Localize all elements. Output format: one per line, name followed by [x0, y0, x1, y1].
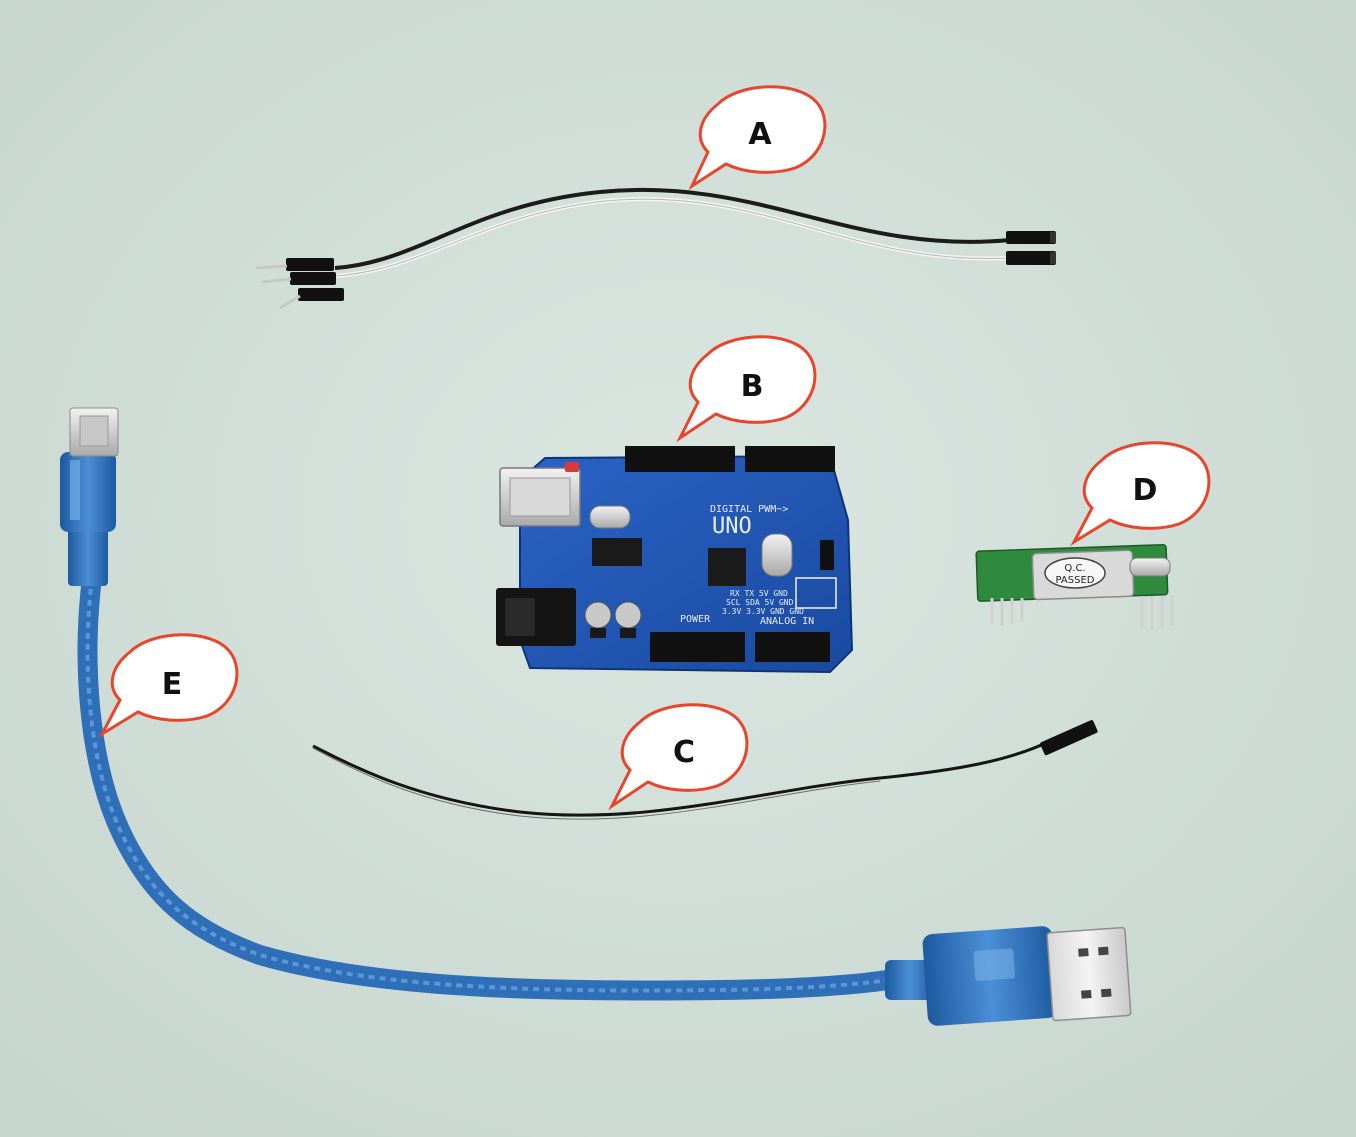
- callout-label-d: D: [1133, 473, 1158, 508]
- callout-label-a: A: [748, 117, 772, 152]
- jumper-wire-pair: [255, 187, 1056, 310]
- board-analog-label: ANALOG IN: [760, 616, 814, 627]
- callout-bubble-d: D: [1070, 441, 1211, 547]
- callout-bubble-e: E: [98, 633, 239, 739]
- rf-receiver-module: Q.C. PASSED: [975, 543, 1174, 630]
- qc-label-line-2: PASSED: [1056, 575, 1095, 586]
- callout-label-e: E: [162, 667, 183, 702]
- usb-cable: [60, 407, 1132, 1026]
- board-pin-row-1: RX TX 5V GND: [730, 589, 788, 598]
- callout-bubble-a: A: [688, 85, 827, 191]
- callout-bubble-b: B: [676, 335, 817, 443]
- board-pin-row-3: 3.3V 3.3V GND GND: [722, 607, 804, 616]
- callout-bubble-c: C: [608, 703, 749, 811]
- arduino-uno-board: DIGITAL PWM~> UNO RX TX 5V GND SCL SDA 5…: [496, 446, 854, 674]
- board-model-label: UNO: [712, 514, 752, 539]
- qc-label-line-1: Q.C.: [1064, 563, 1085, 574]
- single-jumper-wire: [312, 720, 1098, 820]
- board-pin-row-2: SCL SDA 5V GND: [726, 598, 794, 607]
- board-header-label: DIGITAL PWM~>: [710, 504, 788, 515]
- board-power-label: POWER: [680, 614, 711, 625]
- callout-label-b: B: [741, 369, 764, 404]
- callout-label-c: C: [673, 735, 695, 770]
